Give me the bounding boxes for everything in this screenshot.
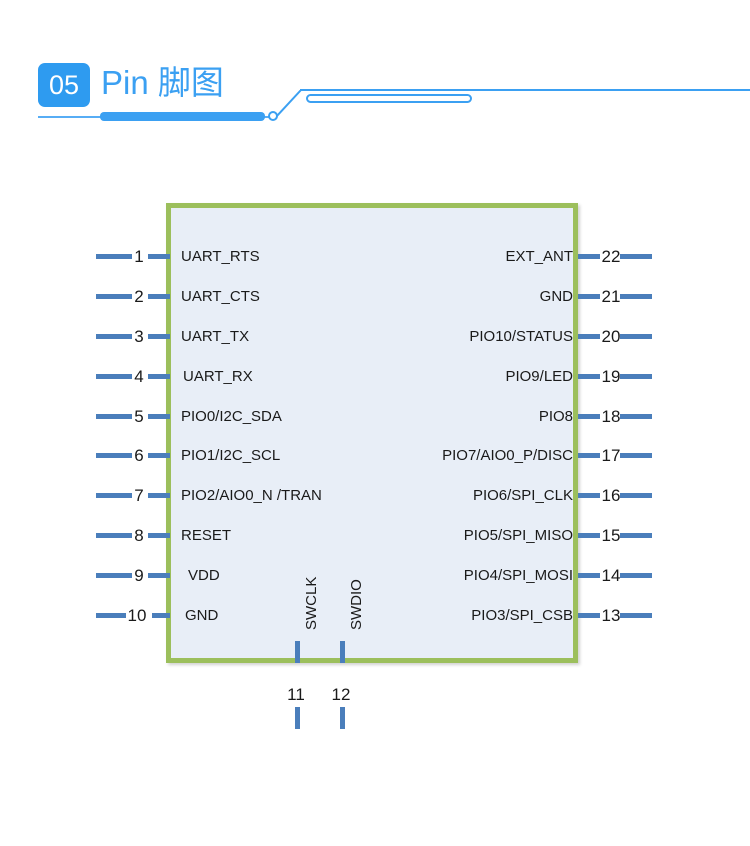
page-title: Pin 脚图 [101,64,224,101]
pin-number-4: 4 [134,367,144,386]
pin-lead-outer-3 [96,334,132,339]
pin-lead-outer-14 [620,573,652,578]
pin-lead-inner-18 [578,414,600,419]
pin-number-2: 2 [134,287,144,306]
pin-label-7: PIO2/AIO0_N /TRAN [181,487,322,504]
pin-label-15: PIO5/SPI_MISO [463,527,573,544]
pin-number-21: 21 [601,287,621,306]
pin-number-1: 1 [134,247,144,266]
pin-lead-outer-21 [620,294,652,299]
pin-number-17: 17 [601,446,621,465]
pin-lead-outer-11 [295,707,300,729]
pin-label-13: PIO3/SPI_CSB [471,607,573,624]
pin-number-14: 14 [601,566,621,585]
pin-label-18: PIO8 [538,408,573,425]
pin-number-11: 11 [287,685,305,704]
pin-lead-outer-12 [340,707,345,729]
pin-lead-outer-17 [620,453,652,458]
pin-lead-outer-18 [620,414,652,419]
pin-label-14: PIO4/SPI_MOSI [463,567,573,584]
pin-label-11: SWCLK [303,576,320,630]
pin-lead-inner-2 [148,294,170,299]
pin-number-10: 10 [127,606,147,625]
pin-lead-outer-7 [96,493,132,498]
pin-number-20: 20 [601,327,621,346]
pin-lead-inner-8 [148,533,170,538]
pin-lead-outer-5 [96,414,132,419]
pin-lead-inner-10 [152,613,170,618]
pin-lead-outer-9 [96,573,132,578]
pin-number-5: 5 [134,407,144,426]
pin-lead-inner-13 [578,613,600,618]
pin-label-19: PIO9/LED [505,368,573,385]
pin-number-22: 22 [601,247,621,266]
pin-number-3: 3 [134,327,144,346]
pin-label-1: UART_RTS [181,248,260,265]
header-rule-thick [100,112,265,121]
pin-lead-inner-3 [148,334,170,339]
pin-lead-inner-5 [148,414,170,419]
pin-lead-inner-14 [578,573,600,578]
header-rule-topline [300,89,750,91]
pin-label-6: PIO1/I2C_SCL [181,447,281,464]
pin-lead-inner-20 [578,334,600,339]
pin-lead-inner-16 [578,493,600,498]
pin-lead-inner-11 [295,641,300,663]
pin-label-5: PIO0/I2C_SDA [181,408,282,425]
pin-label-20: PIO10/STATUS [469,328,573,345]
pin-number-6: 6 [134,446,144,465]
pin-label-2: UART_CTS [181,288,260,305]
pin-lead-inner-1 [148,254,170,259]
pin-number-8: 8 [134,526,144,545]
pin-lead-outer-22 [620,254,652,259]
header-rule-diagonal-icon [276,90,302,117]
pin-label-3: UART_TX [181,328,250,345]
pin-label-21: GND [539,288,573,305]
pin-lead-outer-15 [620,533,652,538]
pin-lead-outer-1 [96,254,132,259]
pin-lead-inner-12 [340,641,345,663]
pin-label-17: PIO7/AIO0_P/DISC [442,447,573,464]
pin-number-18: 18 [601,407,621,426]
pin-number-7: 7 [134,486,144,505]
pin-lead-inner-22 [578,254,600,259]
pin-number-19: 19 [601,367,621,386]
pin-lead-outer-16 [620,493,652,498]
pin-lead-outer-13 [620,613,652,618]
pin-label-8: RESET [181,527,232,544]
pin-label-10: GND [185,607,219,624]
pin-label-9: VDD [188,567,220,584]
header-rule-pill [306,94,472,103]
pin-lead-outer-6 [96,453,132,458]
pin-lead-outer-19 [620,374,652,379]
pin-label-22: EXT_ANT [505,248,573,265]
pin-lead-inner-21 [578,294,600,299]
pin-lead-outer-20 [620,334,652,339]
pin-lead-outer-10 [96,613,126,618]
pin-label-12: SWDIO [348,579,365,630]
section-header: 05 Pin 脚图 [0,0,750,140]
pin-lead-outer-4 [96,374,132,379]
pin-lead-inner-15 [578,533,600,538]
pin-lead-inner-4 [148,374,170,379]
pin-number-16: 16 [601,486,621,505]
pin-lead-inner-6 [148,453,170,458]
pin-number-9: 9 [134,566,144,585]
pin-label-16: PIO6/SPI_CLK [472,487,573,504]
pin-lead-inner-7 [148,493,170,498]
pin-lead-inner-17 [578,453,600,458]
pin-lead-outer-8 [96,533,132,538]
pin-lead-outer-2 [96,294,132,299]
pin-number-15: 15 [601,526,621,545]
pin-lead-inner-9 [148,573,170,578]
pin-number-13: 13 [601,606,621,625]
pin-label-4: UART_RX [183,368,253,385]
section-number-badge: 05 [38,63,90,107]
pin-lead-inner-19 [578,374,600,379]
pin-number-12: 12 [331,685,351,704]
chip-body [166,203,578,663]
